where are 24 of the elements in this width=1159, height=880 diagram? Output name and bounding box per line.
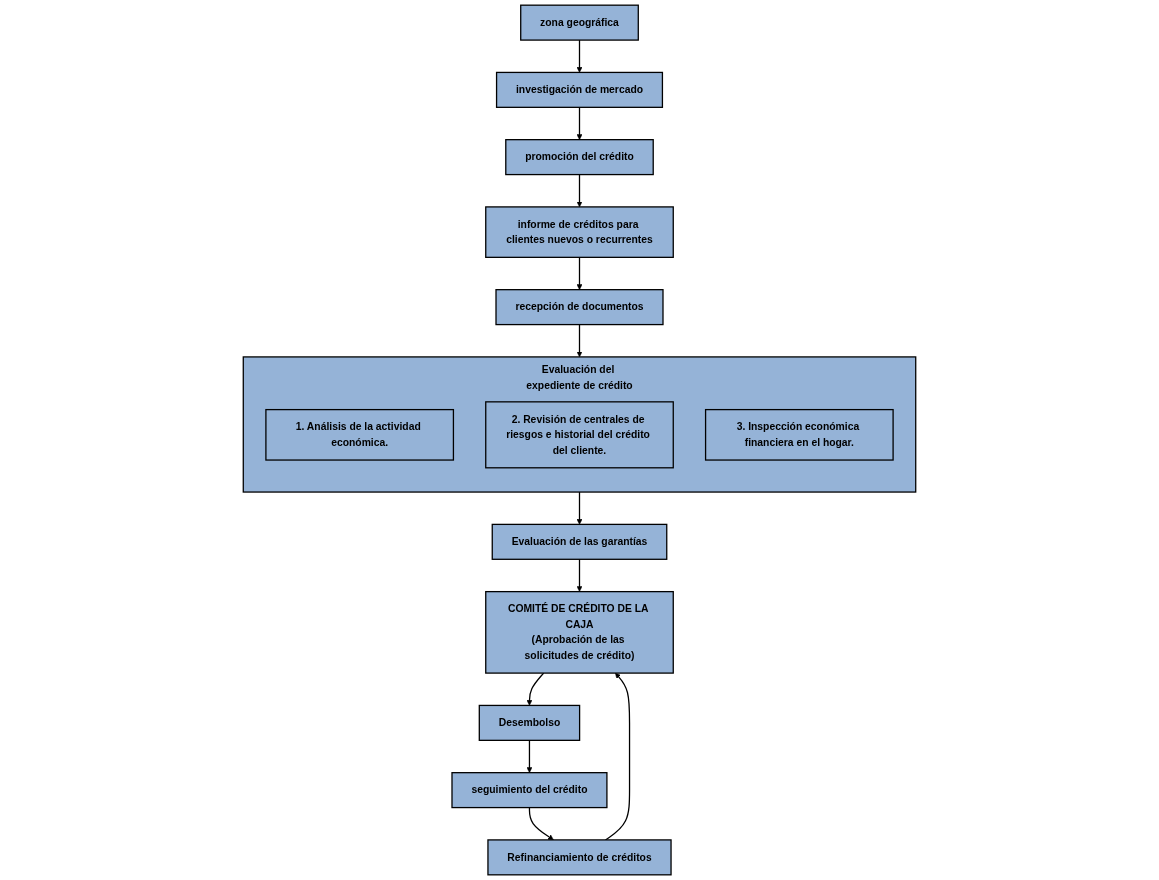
arrow	[576, 256, 583, 290]
node-box: Refinanciamiento de créditos	[487, 839, 672, 876]
node-box: COMITÉ DE CRÉDITO DE LA CAJA (Aprobación de las solicitudes de crédito)	[485, 590, 674, 674]
node-box: Desembolso	[478, 704, 581, 741]
node-box: recepción de documentos	[495, 289, 664, 326]
node-box: 3. Inspección económica financiera en el hogar.	[704, 408, 894, 461]
arrow	[576, 173, 583, 208]
arrow	[576, 491, 583, 525]
arrow	[576, 323, 583, 358]
arrow	[576, 39, 583, 73]
node-box: seguimiento del crédito	[451, 772, 608, 809]
arrow	[526, 739, 533, 773]
arrow	[526, 672, 545, 706]
node-box: promoción del crédito	[505, 139, 654, 176]
node-box: informe de créditos para clientes nuevos o recurrentes	[485, 206, 674, 258]
node-box: Evaluación de las garantías	[491, 523, 668, 560]
arrow	[604, 672, 631, 841]
node-box: investigación de mercado	[495, 71, 664, 108]
node-box: zona geográfica	[520, 4, 639, 41]
arrow	[528, 806, 554, 841]
arrow	[576, 106, 583, 140]
arrow	[576, 558, 583, 592]
node-box: 2. Revisión de centrales de riesgos e historial del crédito del cliente.	[485, 401, 674, 469]
node-box: 1. Análisis de la actividad económica.	[265, 408, 455, 461]
